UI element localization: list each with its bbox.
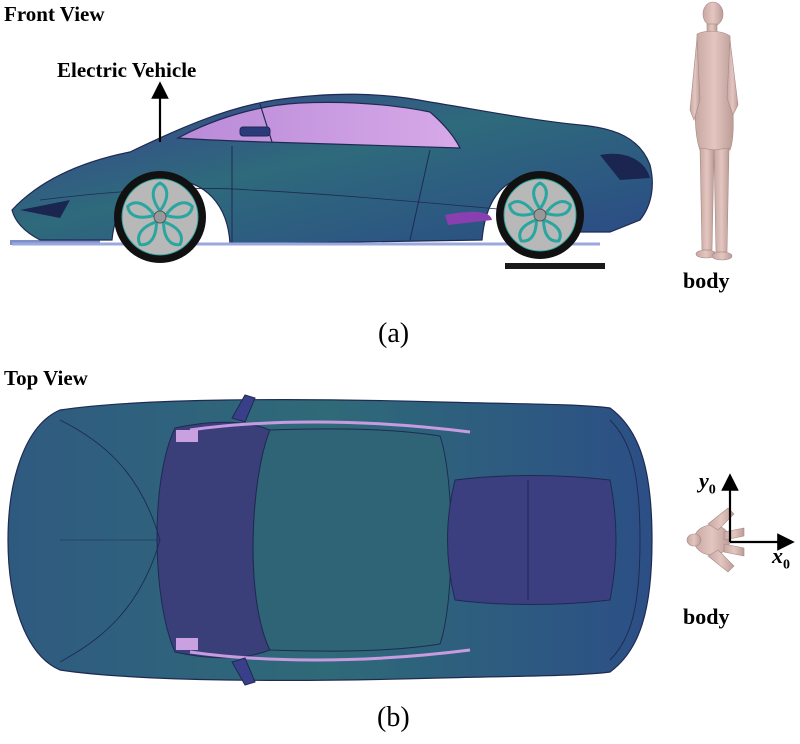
caption-a: (a) [378, 318, 410, 349]
top-view-title: Top View [4, 366, 88, 390]
front-splitter [20, 200, 70, 218]
top-rear-glass [447, 475, 617, 605]
caption-b: (b) [377, 702, 410, 733]
side-mirror [239, 126, 271, 137]
body-label-top: body [683, 604, 730, 629]
rear-bumper-line [609, 419, 641, 661]
x0-axis-label: x0 [772, 543, 790, 573]
human-top [686, 507, 745, 573]
front-wheel [114, 171, 206, 263]
ground-shadow-rear [505, 263, 605, 269]
human-standing [689, 1, 739, 261]
rear-wheel [496, 171, 584, 259]
front-view-title: Front View [4, 2, 105, 26]
rear-light [600, 153, 650, 180]
top-view-car [7, 394, 653, 686]
top-roof [252, 428, 452, 652]
side-intake [445, 211, 492, 225]
y0-axis-label: y0 [699, 468, 716, 498]
side-window-pillar [259, 103, 273, 143]
side-view-car [10, 93, 653, 269]
body-crease [39, 188, 511, 211]
mirror-bottom [231, 657, 256, 686]
vent-bottom [176, 638, 198, 650]
body-label-front: body [683, 268, 730, 293]
door-sill-bottom [189, 648, 471, 662]
door-sill-top [189, 420, 471, 434]
electric-vehicle-label: Electric Vehicle [57, 58, 197, 82]
door-line-rear [409, 149, 431, 241]
mirror-top [231, 394, 256, 423]
vent-top [176, 430, 198, 442]
side-window [175, 101, 461, 149]
